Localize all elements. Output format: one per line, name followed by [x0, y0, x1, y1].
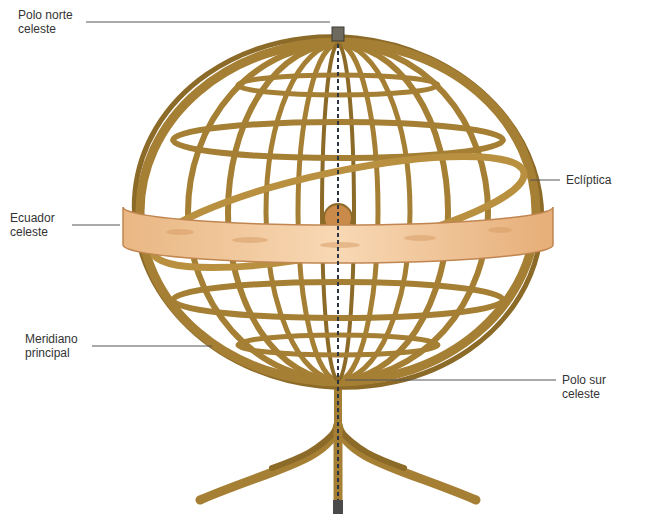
part-label: Ecuador celeste: [10, 211, 68, 239]
band-texture-spot: [488, 227, 512, 233]
part-label: Eclíptica: [566, 173, 646, 187]
band-texture: [166, 227, 512, 248]
part-label: Meridiano principal: [25, 332, 91, 360]
polar-circle: [238, 75, 438, 95]
stand-leg: [338, 425, 476, 500]
part-label: Polo norte celeste: [18, 8, 86, 36]
leader-line: [72, 225, 120, 226]
leader-line: [86, 22, 330, 23]
stand-leg: [338, 428, 404, 468]
band-texture-spot: [232, 237, 268, 243]
band-texture-spot: [320, 242, 360, 248]
polar-axis: [337, 30, 339, 505]
stand-leg: [200, 425, 338, 500]
band-texture-spot: [404, 235, 436, 241]
band-texture-spot: [166, 229, 194, 235]
leader-line: [345, 380, 556, 381]
leader-line: [530, 180, 560, 181]
axis-finial: [332, 27, 344, 41]
leader-lines: [72, 22, 560, 380]
leader-line: [92, 346, 212, 347]
part-label: Polo sur celeste: [562, 373, 624, 401]
axis-foot: [333, 500, 343, 514]
stand-leg: [272, 428, 338, 468]
